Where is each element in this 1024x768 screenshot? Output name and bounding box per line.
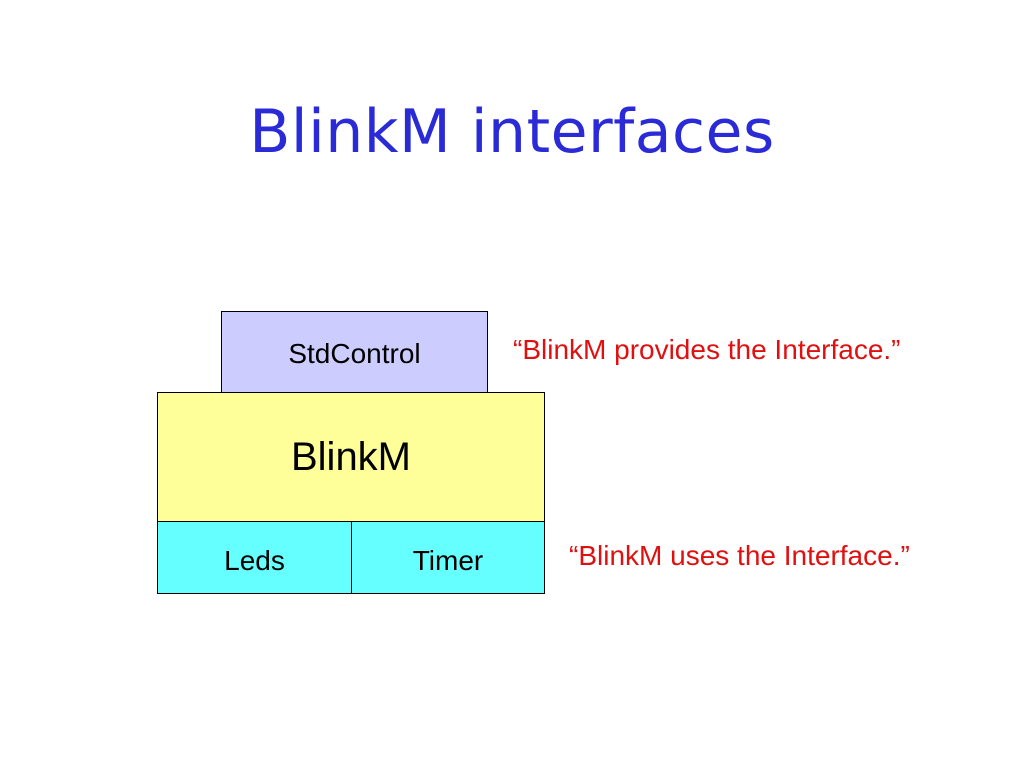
slide-title: BlinkM interfaces [249, 97, 775, 167]
component-box: BlinkM [157, 392, 545, 522]
used-interface-label-timer: Timer [412, 544, 484, 576]
used-interface-box-leds: Leds [157, 521, 352, 594]
uses-annotation: “BlinkM uses the Interface.” [569, 540, 910, 571]
provided-interface-label: StdControl [288, 338, 421, 369]
used-interface-box-timer: Timer [351, 521, 545, 594]
component-label: BlinkM [290, 434, 412, 479]
provides-annotation: “BlinkM provides the Interface.” [513, 334, 901, 365]
used-interface-label-leds: Leds [224, 544, 285, 576]
provided-interface-box: StdControl [221, 311, 488, 393]
